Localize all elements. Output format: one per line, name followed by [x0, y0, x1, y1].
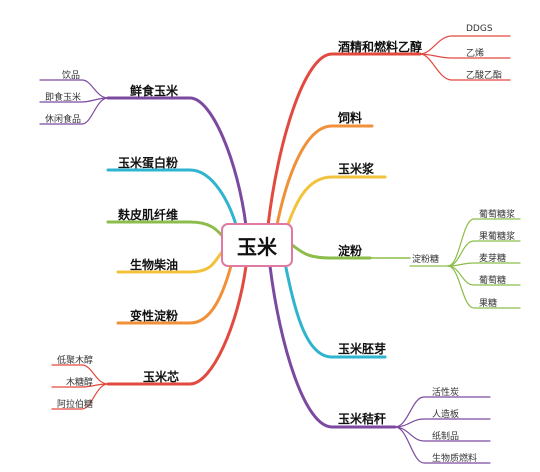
leaf-line-r3-1: [447, 240, 521, 267]
branch-label-r0[interactable]: 酒精和燃料乙醇: [338, 40, 423, 54]
leaf-r0-1[interactable]: 乙烯: [466, 49, 485, 59]
branch-label-l2[interactable]: 麸皮肌纤维: [118, 208, 179, 222]
leaf-line-r5-0: [394, 396, 491, 428]
leaf-r5-0[interactable]: 活性炭: [432, 388, 460, 398]
center-node[interactable]: 玉米: [221, 223, 293, 267]
leaf-line-r0-2: [419, 53, 511, 81]
branch-label-l0[interactable]: 鲜食玉米: [130, 84, 179, 98]
branch-label-r5[interactable]: 玉米秸秆: [338, 412, 387, 426]
leaf-line-l5-2: [51, 383, 109, 410]
leaf-line-r3-2: [447, 262, 521, 267]
leaf-r3-0[interactable]: 葡萄糖浆: [479, 210, 516, 220]
leaf-line-l5-0: [51, 364, 109, 385]
branch-label-r2[interactable]: 玉米浆: [338, 162, 375, 176]
branch-line-l3: [116, 250, 224, 274]
branch-line-l5: [106, 264, 248, 386]
branch-line-l4: [116, 260, 234, 325]
leaf-line-r3-4: [447, 265, 521, 309]
leaf-line-r5-3: [394, 426, 491, 464]
leaf-line-l0-0: [39, 79, 109, 99]
branch-label-l4[interactable]: 变性淀粉: [130, 309, 179, 323]
leaf-line-l0-2: [39, 97, 109, 125]
leaf-r5-2[interactable]: 纸制品: [432, 432, 460, 442]
leaf-r3-3[interactable]: 葡萄糖: [479, 276, 507, 286]
branch-label-r3[interactable]: 淀粉: [338, 244, 363, 258]
branch-line-r5: [268, 264, 397, 429]
branch-line-l2: [106, 220, 228, 242]
leaf-l0-0[interactable]: 饮品: [62, 71, 81, 81]
branch-label-l3[interactable]: 生物柴油: [130, 258, 179, 272]
branch-label-l1[interactable]: 玉米蛋白粉: [118, 156, 179, 170]
branch-line-l0: [106, 96, 248, 228]
branch-line-r3: [290, 243, 372, 260]
leaf-line-r5-1: [394, 418, 491, 428]
leaf-r5-1[interactable]: 人造板: [432, 410, 460, 420]
leaf-r0-0[interactable]: DDGS: [466, 24, 493, 34]
leaf-l0-1[interactable]: 即食玉米: [45, 93, 82, 103]
sub-node-starch-sugar[interactable]: 淀粉糖: [412, 255, 440, 265]
leaf-l5-1[interactable]: 木糖醇: [66, 378, 94, 388]
leaf-line-r0-1: [419, 53, 511, 59]
leaf-line-r0-0: [419, 35, 511, 55]
leaf-r5-3[interactable]: 生物质燃料: [432, 454, 478, 464]
branch-label-l5[interactable]: 玉米芯: [143, 370, 180, 384]
branch-line-r2: [282, 175, 387, 238]
leaf-r3-1[interactable]: 果葡糖浆: [479, 232, 516, 242]
leaf-l5-0[interactable]: 低聚木醇: [57, 356, 94, 366]
branch-label-r4[interactable]: 玉米胚芽: [338, 342, 387, 356]
branch-line-l1: [106, 168, 240, 234]
branch-line-r1: [274, 124, 374, 232]
leaf-r3-2[interactable]: 麦芽糖: [479, 254, 507, 264]
branch-line-r4: [282, 256, 387, 359]
leaf-r0-2[interactable]: 乙酸乙酯: [466, 71, 503, 81]
leaf-l5-2[interactable]: 阿拉伯糖: [57, 400, 94, 410]
branch-line-r0: [266, 52, 422, 228]
leaf-r3-4[interactable]: 果糖: [479, 299, 498, 309]
leaf-line-r3-0: [447, 218, 521, 267]
leaf-l0-2[interactable]: 休闲食品: [45, 115, 82, 125]
branch-label-r1[interactable]: 饲料: [338, 111, 363, 125]
